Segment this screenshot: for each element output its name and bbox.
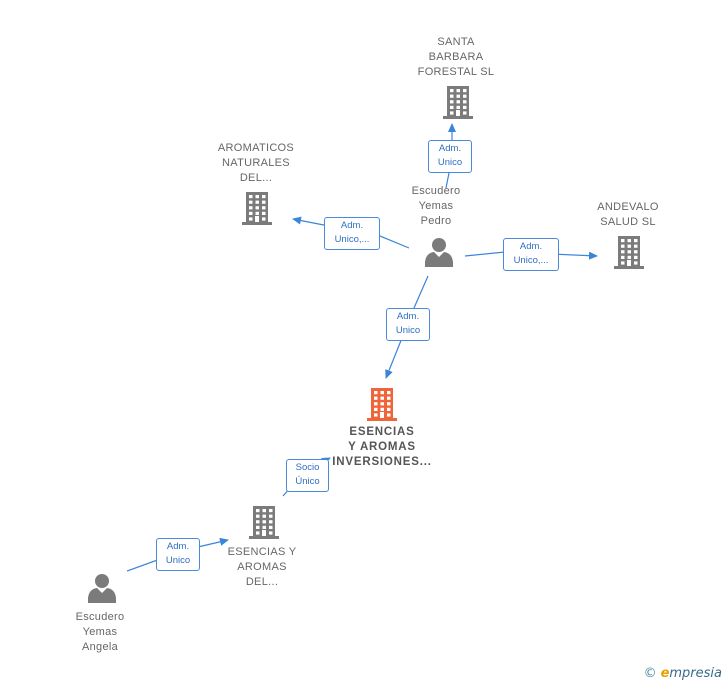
node-label-esencias-del[interactable]: ESENCIAS Y AROMAS DEL... xyxy=(227,546,297,588)
relation-label-santa-barbara[interactable]: Adm. Unico xyxy=(428,140,472,173)
relation-label-esencias-main[interactable]: Adm. Unico xyxy=(386,308,430,341)
footer-brand: ©empresia xyxy=(644,666,722,681)
node-label-escudero-angela[interactable]: Escudero Yemas Angela xyxy=(75,611,125,653)
node-label-esencias-main[interactable]: ESENCIAS Y AROMAS INVERSIONES... xyxy=(332,426,432,468)
building-icon[interactable] xyxy=(242,192,272,225)
building-icon[interactable] xyxy=(367,388,397,421)
node-label-andevalo[interactable]: ANDEVALO SALUD SL xyxy=(597,201,659,228)
person-icon[interactable] xyxy=(88,574,116,603)
relation-label-angela-del[interactable]: Adm. Unico xyxy=(156,538,200,571)
brand-logo-initial: e xyxy=(660,666,670,681)
node-label-aromaticos[interactable]: AROMATICOS NATURALES DEL... xyxy=(217,142,295,184)
brand-logo-text: mpresia xyxy=(669,666,722,681)
building-icon[interactable] xyxy=(443,86,473,119)
building-icon[interactable] xyxy=(614,236,644,269)
copyright-icon: © xyxy=(643,666,657,681)
relation-label-andevalo[interactable]: Adm. Unico,... xyxy=(503,238,559,271)
node-label-santa-barbara[interactable]: SANTA BARBARA FORESTAL SL xyxy=(417,36,495,78)
person-icon[interactable] xyxy=(425,238,453,267)
node-label-escudero-pedro[interactable]: Escudero Yemas Pedro xyxy=(411,185,461,227)
building-icon[interactable] xyxy=(249,506,279,539)
relation-label-socio-unico[interactable]: Socio Único xyxy=(286,459,329,492)
relation-label-aromaticos[interactable]: Adm. Unico,... xyxy=(324,217,380,250)
edge-pedro-aromaticos xyxy=(292,216,410,249)
